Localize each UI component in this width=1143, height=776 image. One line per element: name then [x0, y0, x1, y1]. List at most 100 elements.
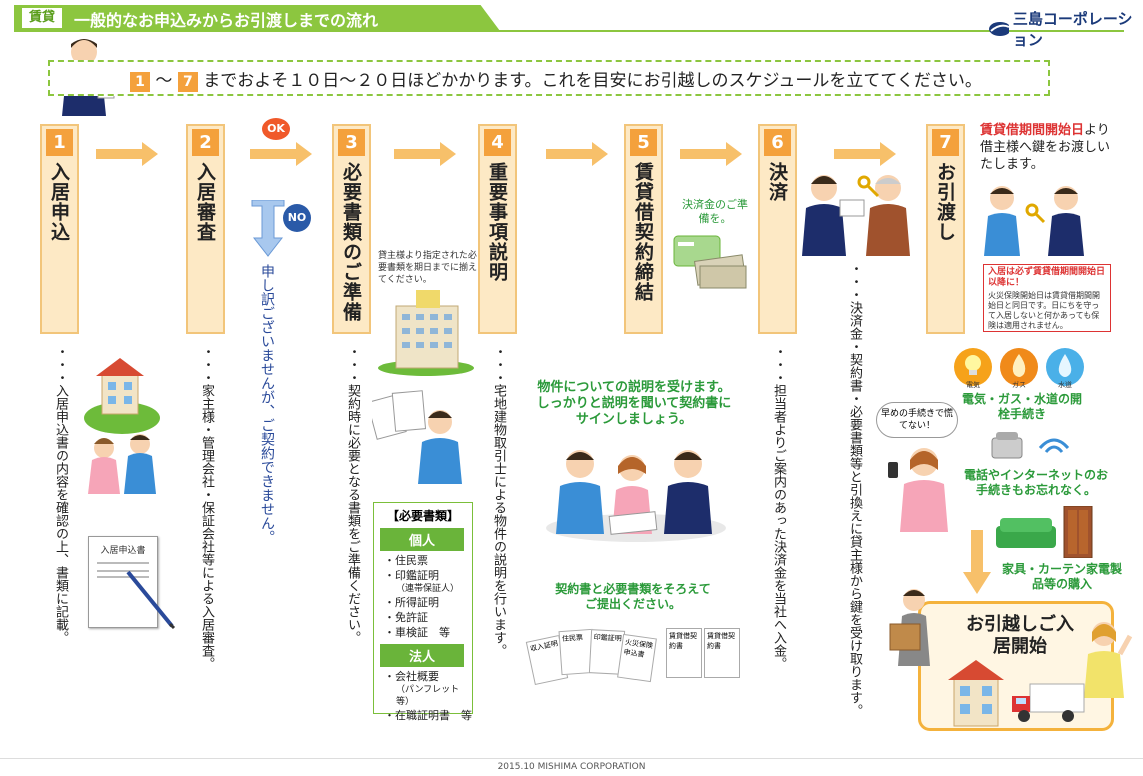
- paper-item: 火災保険申込書: [617, 633, 657, 683]
- step-box-5: 5 賃貸借契約締結: [624, 124, 663, 334]
- step-label: 必要書類のご準備: [340, 162, 362, 322]
- info-text: 1 〜 7 までおよそ１０日〜２０日ほどかかります。これを目安にお引越しのスケジ…: [130, 66, 982, 92]
- arrow-right-icon: [680, 142, 742, 166]
- warning-text: 火災保険開始日は賃貸借期間開始日と同日です。日にちを守って入居しないと何かあって…: [988, 291, 1100, 330]
- doc-item: ・在職証明書 等: [384, 709, 472, 722]
- step7-intro: 賃貸借期間開始日より借主様へ鍵をお渡しいたします。: [980, 122, 1120, 173]
- page-title: 一般的なお申込みからお引渡しまでの流れ: [74, 11, 379, 30]
- move-in-title: お引越しご入居開始: [966, 614, 1074, 657]
- truck-icon: [1012, 683, 1085, 722]
- woman-waving-illustration: [1084, 622, 1133, 698]
- step-label: お引渡し: [934, 162, 956, 242]
- arrow-right-icon: [546, 142, 608, 166]
- house-couple-illustration: [84, 358, 160, 494]
- contract-meeting-illustration: [546, 450, 726, 542]
- doc-item: ・住民票: [384, 554, 428, 567]
- arrow-right-icon: [834, 142, 896, 166]
- documents-person-illustration: [372, 390, 462, 484]
- paper-item: 賃貸借契約書: [704, 628, 740, 678]
- step-desc-4: ・・・宅地建物取引士による物件の説明を行います。: [491, 345, 506, 657]
- furniture-text: 家具・カーテン家電製品等の購入: [1002, 562, 1123, 591]
- explain-note: 物件についての説明を受けます。しっかりと説明を聞いて契約書にサインしましょう。: [536, 380, 732, 427]
- step-box-2: 2 入居審査: [186, 124, 225, 334]
- step-label: 重要事項説明: [486, 162, 508, 282]
- water-icon: [1046, 348, 1084, 386]
- info-step-to: 7: [177, 72, 198, 92]
- water-label: 水道: [1058, 381, 1072, 389]
- header-line: [14, 30, 1124, 32]
- step-box-6: 6 決済: [758, 124, 797, 334]
- pen-icon: [126, 570, 176, 630]
- step-label: 決済: [766, 162, 788, 202]
- paper-stack: 収入証明 住民票 印鑑証明 火災保険申込書 賃貸借契約書 賃貸借契約書: [525, 626, 746, 686]
- step-box-3: 3 必要書類のご準備: [332, 124, 371, 334]
- step-box-4: 4 重要事項説明: [478, 124, 517, 334]
- ok-badge: OK: [262, 118, 290, 140]
- application-form-title: 入居申込書: [100, 546, 146, 556]
- footer: 2015.10 MISHIMA CORPORATION: [0, 758, 1143, 776]
- step-number: 1: [46, 129, 73, 156]
- logo-text: 三島コーポレーション: [1012, 10, 1133, 49]
- doc-item: ・所得証明: [384, 596, 439, 609]
- required-documents-panel: 【必要書類】 個人 ・住民票 ・印鑑証明 （連帯保証人） ・所得証明 ・免許証 …: [373, 502, 473, 722]
- doc-item: ・車検証 等: [384, 626, 450, 639]
- gas-icon: [1000, 348, 1038, 386]
- step-number: 2: [192, 129, 219, 156]
- step-desc-3: ・・・契約時に必要となる書類をご準備ください。: [345, 345, 360, 644]
- settlement-note: 決済金のご準備を。: [682, 198, 748, 225]
- step7-red-text: 賃貸借期間開始日: [980, 123, 1085, 138]
- warning-box: 入居は必ず賃貸借期間開始日以降に！ 火災保険開始日は賃貸借期間開始日と同日です。…: [983, 264, 1111, 332]
- documents-individual-label: 個人: [380, 528, 464, 551]
- doc-subitem: （連帯保証人）: [396, 584, 460, 594]
- no-message: 申し訳ございませんが、ご契約できません。: [259, 264, 275, 544]
- header-tag: 賃貸: [22, 8, 62, 28]
- electric-icon: [954, 348, 992, 386]
- utilities-text: 電気・ガス・水道の開栓手続き: [962, 392, 1083, 421]
- no-badge: NO: [283, 204, 311, 232]
- info-tilde: 〜: [155, 71, 173, 91]
- company-logo: 三島コーポレーション: [988, 8, 1143, 50]
- documents-title: 【必要書類】: [386, 509, 459, 523]
- step7-text: より借主様へ鍵をお渡しいたします。: [980, 123, 1111, 172]
- money-card-icon: [673, 235, 747, 289]
- application-form: 入居申込書: [88, 536, 158, 628]
- info-step-from: 1: [130, 72, 150, 92]
- warning-title: 入居は必ず賃貸借期間開始日以降に！: [988, 267, 1106, 288]
- documents-corporate-label: 法人: [380, 644, 464, 667]
- step-desc-2: ・・・家主様・管理会社・保証会社等による入居審査。: [199, 345, 214, 670]
- step-desc-7: ・・・決済金・契約書・必要書類等と引換えに貸主様から鍵を受け取ります。: [847, 262, 862, 717]
- step-label: 入居申込: [48, 162, 70, 242]
- furniture-icon: [996, 506, 1093, 558]
- phone-text: 電話やインターネットのお手続きもお忘れなく。: [963, 468, 1108, 497]
- speech-bubble: 早めの手続きで慌てない！: [876, 402, 958, 438]
- doc-item: ・印鑑証明: [384, 569, 439, 582]
- logo-mark-icon: [989, 22, 1009, 36]
- mover-with-box-illustration: [889, 589, 930, 666]
- house-icon: [948, 660, 1004, 727]
- step-number: 7: [932, 129, 959, 156]
- doc-item: ・免許証: [384, 611, 428, 624]
- step-box-7: 7 お引渡し: [926, 124, 965, 334]
- info-sentence: までおよそ１０日〜２０日ほどかかります。これを目安にお引越しのスケジュールを立て…: [203, 71, 982, 91]
- electric-label: 電気: [966, 381, 980, 389]
- doc-subitem: （パンフレット等）: [396, 685, 460, 707]
- arrow-right-icon: [250, 142, 312, 166]
- step-number: 5: [630, 129, 657, 156]
- key-pass-illustration: [984, 186, 1084, 256]
- step-label: 入居審査: [194, 162, 216, 242]
- submit-note: 契約書と必要書類をそろえてご提出ください。: [555, 582, 711, 611]
- step-desc-6: ・・・担当者よりご案内のあった決済金を当社へ入金。: [771, 345, 786, 670]
- arrow-right-icon: [394, 142, 456, 166]
- step3-note: 貸主様より指定された必要書類を期日までに揃えてください。: [378, 251, 478, 285]
- key-handover-illustration: [802, 175, 910, 256]
- step-number: 6: [764, 129, 791, 156]
- paper-item: 賃貸借契約書: [666, 628, 702, 678]
- arrow-down-icon: [963, 530, 991, 594]
- step-desc-1: ・・・入居申込書の内容を確認の上、書類に記載。: [53, 345, 68, 644]
- header-banner: [14, 5, 500, 31]
- woman-phone-illustration: [888, 448, 948, 532]
- building-illustration: [378, 290, 474, 376]
- arrow-right-icon: [96, 142, 158, 166]
- arrow-down-icon: [251, 200, 285, 257]
